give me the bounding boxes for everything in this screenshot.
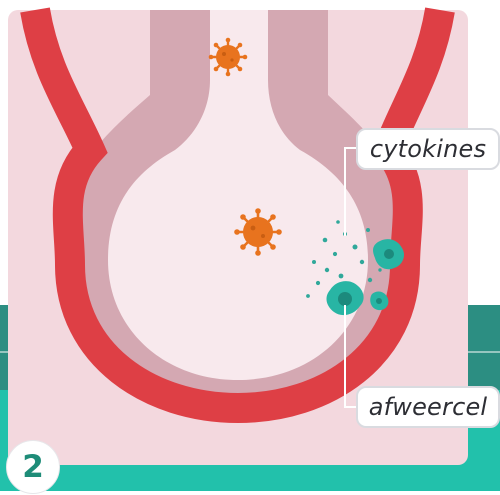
afweercel-label-text: afweercel: [369, 393, 488, 421]
step-number-badge: 2: [6, 440, 60, 494]
afweercel-label: afweercel: [356, 386, 500, 428]
virus-icon: [234, 208, 282, 256]
cytokines-label: cytokines: [356, 128, 500, 170]
virus-icon: [209, 38, 248, 77]
step-number: 2: [22, 449, 44, 485]
cytokines-label-text: cytokines: [370, 135, 486, 163]
